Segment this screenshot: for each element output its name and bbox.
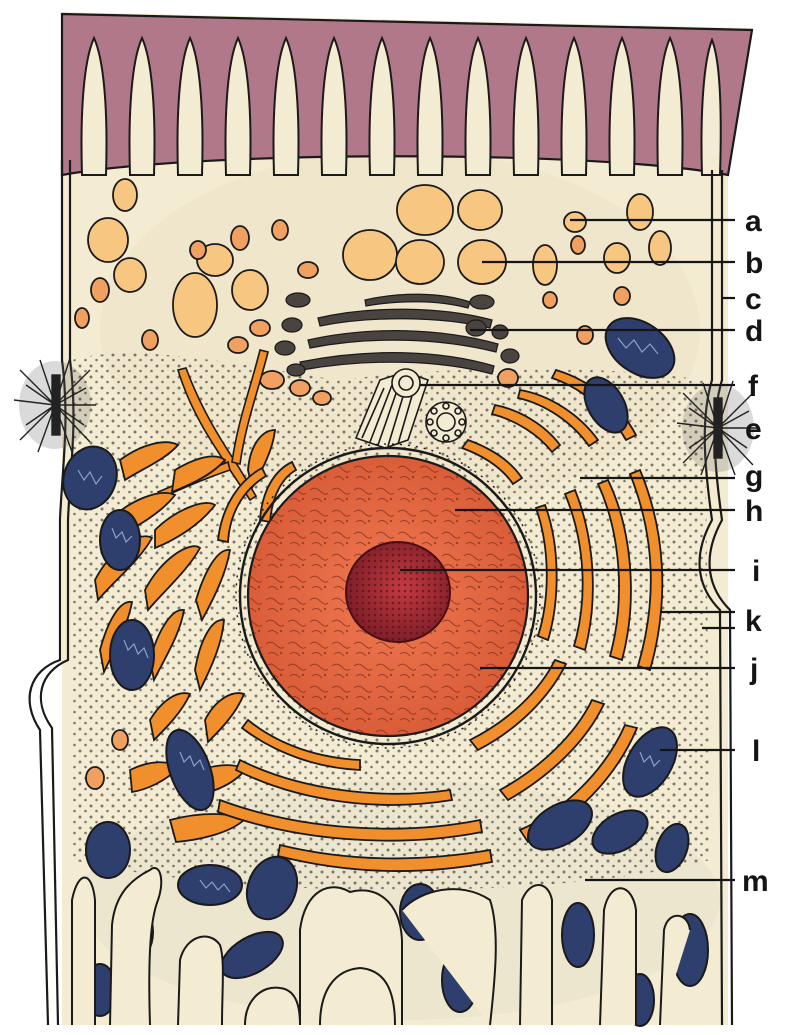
label-g: g — [745, 460, 763, 493]
label-f: f — [748, 370, 759, 403]
label-h: h — [745, 495, 763, 528]
label-c: c — [745, 283, 762, 316]
label-e: e — [745, 413, 762, 446]
label-k: k — [745, 605, 762, 638]
labels: a b c d f e g h i k j l m — [742, 205, 769, 898]
label-m: m — [742, 865, 769, 898]
label-j: j — [749, 653, 758, 686]
nucleolus — [346, 542, 450, 642]
microvilli — [62, 12, 752, 175]
label-i: i — [752, 555, 760, 588]
label-l: l — [752, 735, 760, 768]
label-a: a — [745, 205, 762, 238]
label-d: d — [745, 315, 763, 348]
label-b: b — [745, 247, 763, 280]
